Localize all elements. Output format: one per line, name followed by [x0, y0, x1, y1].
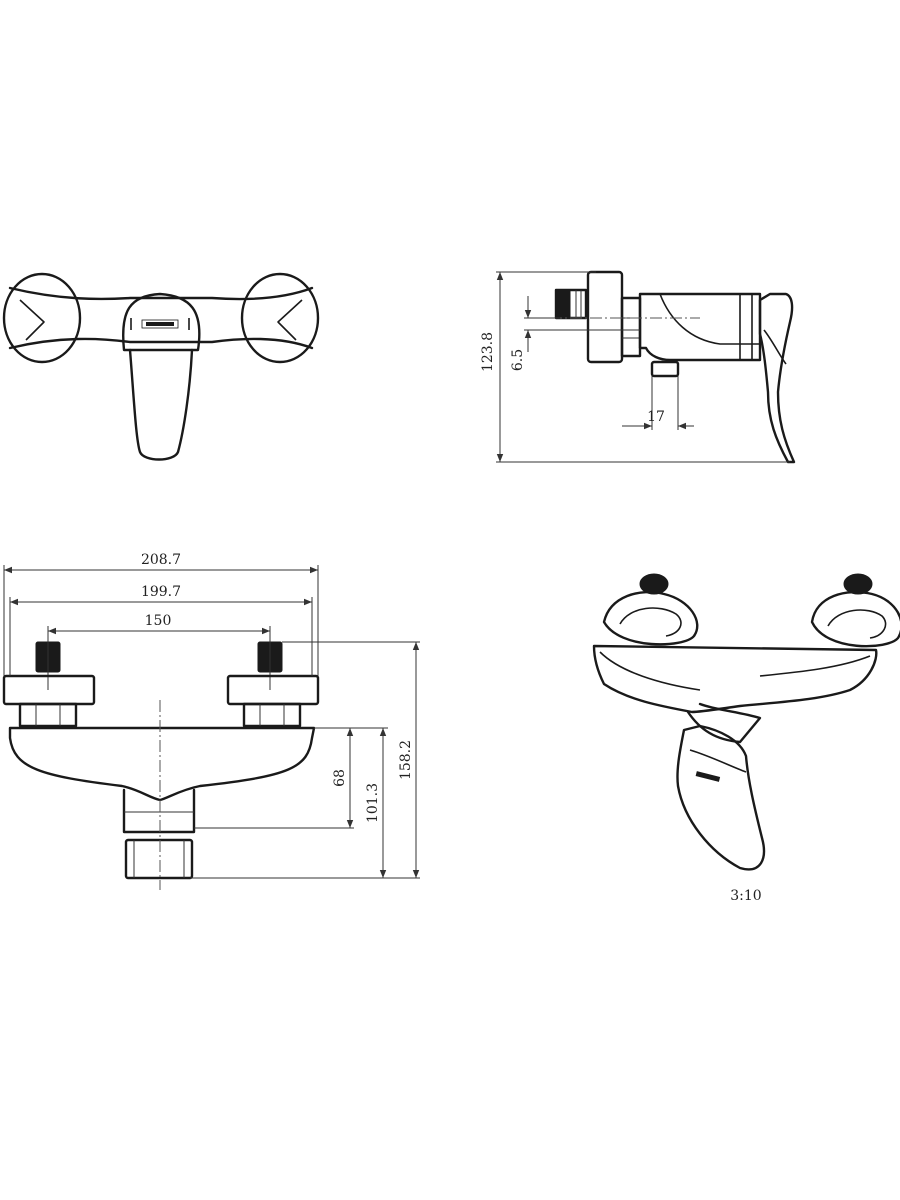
dimension-side-depth-label: 17	[647, 409, 665, 425]
side-dimensions: 123.8 6.5 17	[480, 271, 790, 463]
dimension-side-height-label: 123.8	[480, 332, 496, 372]
brand-logo-icon	[141, 319, 179, 329]
side-view	[530, 270, 796, 464]
dimension-side-offset-label: 6.5	[510, 349, 526, 371]
dimension-height-body-label: 101.3	[365, 783, 381, 823]
dimension-width-inner-label: 199.7	[141, 584, 181, 600]
front-dimensions: 208.7 199.7 150 68 101.3 158.2	[3, 552, 420, 879]
front-view	[2, 634, 320, 890]
top-view	[2, 272, 320, 461]
dimension-side-height: 123.8	[480, 332, 496, 372]
isometric-view	[592, 573, 900, 871]
dimension-width-outer-label: 208.7	[141, 552, 181, 568]
scale-label: 3:10	[730, 888, 761, 904]
dimension-centers-label: 150	[145, 613, 172, 629]
dimension-height-outlet-label: 68	[332, 769, 348, 787]
dimension-height-total-label: 158.2	[398, 740, 414, 780]
